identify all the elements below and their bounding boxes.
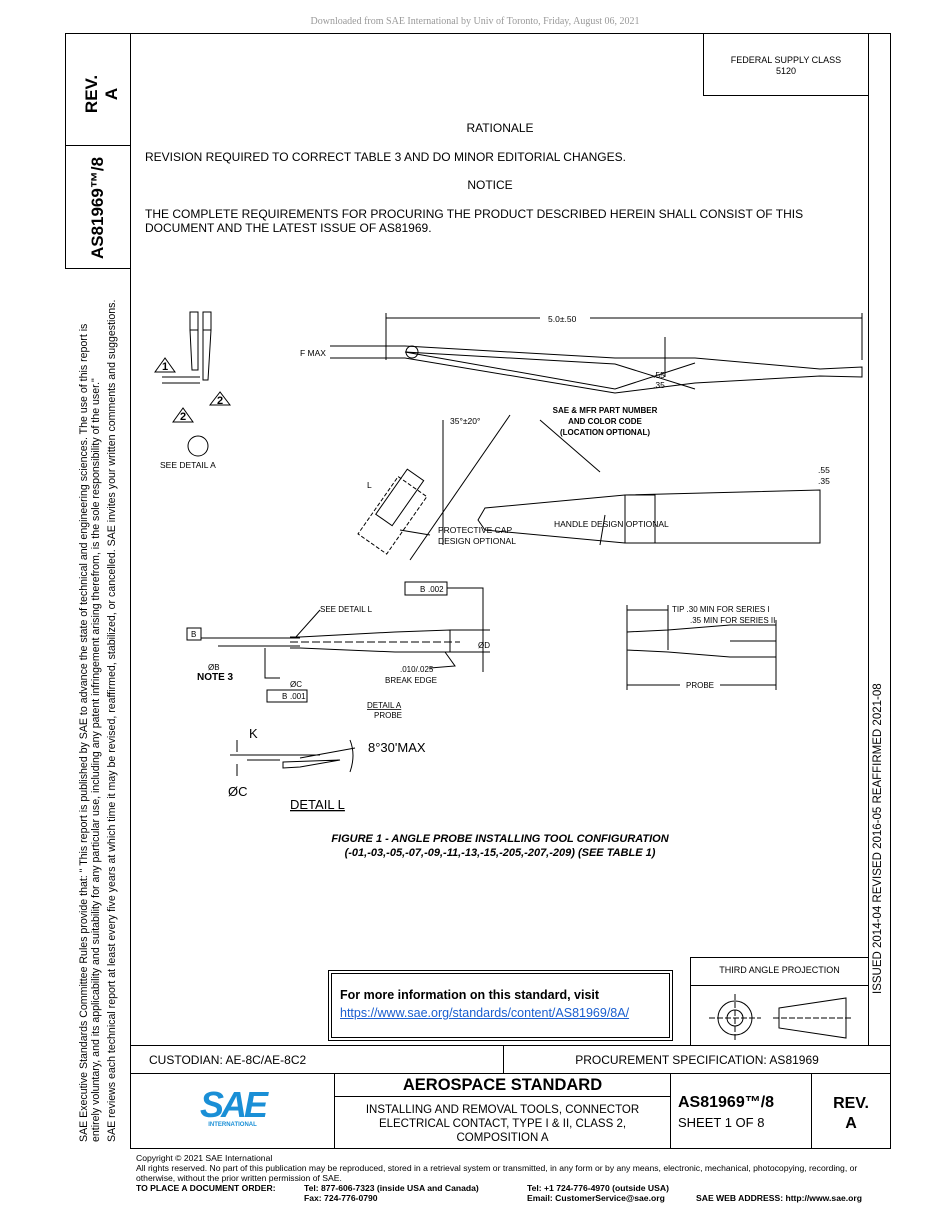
note-triangle-2: 2 xyxy=(217,395,223,407)
label-detail-a: DETAIL A xyxy=(367,701,402,710)
web-address[interactable]: SAE WEB ADDRESS: http://www.sae.org xyxy=(696,1193,862,1203)
supply-class-value: 5120 xyxy=(775,66,797,76)
label-part-number-1: SAE & MFR PART NUMBER xyxy=(553,406,658,415)
tool-top-view xyxy=(330,313,863,394)
label-f-max: F MAX xyxy=(300,348,326,358)
label-angle-max: 8°30'MAX xyxy=(368,740,426,755)
rationale-text: REVISION REQUIRED TO CORRECT TABLE 3 AND… xyxy=(145,150,626,164)
projection-box: THIRD ANGLE PROJECTION xyxy=(690,957,869,1046)
label-see-detail-a: SEE DETAIL A xyxy=(160,460,216,470)
fcf-bottom-datum: B xyxy=(282,692,287,701)
fax: Fax: 724-776-0790 xyxy=(304,1193,378,1203)
fcf-top-datum: B xyxy=(420,585,425,594)
label-part-number-2: AND COLOR CODE xyxy=(568,417,642,426)
info-box: For more information on this standard, v… xyxy=(328,970,673,1041)
label-probe: PROBE xyxy=(686,681,714,690)
standard-link[interactable]: https://www.sae.org/standards/content/AS… xyxy=(340,1006,630,1020)
label-dim-handle-a: .55 xyxy=(818,465,830,475)
detail-a-probe xyxy=(186,581,490,703)
label-ob: ØB xyxy=(208,663,220,672)
sae-logo: SAE INTERNATIONAL xyxy=(131,1084,334,1129)
copyright: Copyright © 2021 SAE International xyxy=(136,1153,273,1163)
sae-logo-mark: SAE xyxy=(199,1084,268,1125)
label-od: ØD xyxy=(478,641,490,650)
detail-l xyxy=(230,739,356,776)
label-tip-series-1: TIP .30 MIN FOR SERIES I xyxy=(672,605,770,614)
figure-caption-line1: FIGURE 1 - ANGLE PROBE INSTALLING TOOL C… xyxy=(331,833,669,845)
label-oc: ØC xyxy=(290,680,302,689)
label-cap-1: PROTECTIVE CAP xyxy=(438,525,512,535)
label-break-edge-1: .010/.025 xyxy=(400,665,434,674)
label-detail-l: DETAIL L xyxy=(290,797,345,812)
rev-value: A xyxy=(845,1115,857,1132)
document-title: INSTALLING AND REMOVAL TOOLS, CONNECTOR … xyxy=(365,1104,640,1144)
tool-side-view xyxy=(357,414,821,561)
fcf-bottom-tolerance: .001 xyxy=(290,692,306,701)
procurement-cell: PROCUREMENT SPECIFICATION: AS81969 xyxy=(503,1045,891,1074)
title-cell: AEROSPACE STANDARD INSTALLING AND REMOVA… xyxy=(334,1073,671,1149)
label-see-detail-l: SEE DETAIL L xyxy=(320,605,373,614)
email[interactable]: Email: CustomerService@sae.org xyxy=(527,1193,665,1203)
label-dim-handle-b: .35 xyxy=(818,476,830,486)
rev-label: REV. xyxy=(833,1095,869,1112)
rights-notice: All rights reserved. No part of this pub… xyxy=(136,1163,858,1183)
probe-view xyxy=(626,605,777,690)
figure-caption: FIGURE 1 - ANGLE PROBE INSTALLING TOOL C… xyxy=(130,832,870,860)
sae-logo-sub: INTERNATIONAL xyxy=(208,1122,257,1128)
sheet-number: SHEET 1 OF 8 xyxy=(678,1115,765,1130)
rationale-heading: RATIONALE xyxy=(466,121,534,135)
label-dim-top-b: .35 xyxy=(653,380,665,390)
download-notice: Downloaded from SAE International by Uni… xyxy=(310,16,640,27)
rev-cell: REV. A xyxy=(811,1073,891,1149)
label-k: K xyxy=(249,726,258,741)
standard-type: AEROSPACE STANDARD xyxy=(335,1074,670,1097)
order-label: TO PLACE A DOCUMENT ORDER: xyxy=(136,1183,276,1193)
notice-heading: NOTICE xyxy=(467,178,513,192)
datum-b: B xyxy=(191,630,196,639)
label-cap-2: DESIGN OPTIONAL xyxy=(438,536,516,546)
tel-intl: Tel: +1 724-776-4970 (outside USA) xyxy=(527,1183,669,1193)
procurement-spec: PROCUREMENT SPECIFICATION: AS81969 xyxy=(575,1053,819,1067)
note-triangle-2b: 2 xyxy=(180,411,186,423)
probe-tips-view xyxy=(154,311,232,457)
label-l: L xyxy=(367,480,372,490)
label-handle-optional: HANDLE DESIGN OPTIONAL xyxy=(554,519,669,529)
label-note3: NOTE 3 xyxy=(197,672,234,683)
fcf-top-tolerance: .002 xyxy=(428,585,444,594)
notice-text: THE COMPLETE REQUIREMENTS FOR PROCURING … xyxy=(145,207,804,235)
note-triangle-1: 1 xyxy=(162,361,168,373)
label-part-number-3: (LOCATION OPTIONAL) xyxy=(560,428,650,437)
projection-label: THIRD ANGLE PROJECTION xyxy=(719,965,840,975)
doc-number-cell: AS81969™/8 SHEET 1 OF 8 xyxy=(670,1073,812,1149)
custodian-cell: CUSTODIAN: AE-8C/AE-8C2 xyxy=(130,1045,504,1074)
info-text: For more information on this standard, v… xyxy=(340,988,600,1002)
label-dim-top-a: .55 xyxy=(653,370,665,380)
label-angle: 35°±20° xyxy=(450,416,480,426)
footer: Copyright © 2021 SAE International All r… xyxy=(136,1153,886,1205)
supply-class-label: FEDERAL SUPPLY CLASS xyxy=(730,55,842,65)
supply-class-box: FEDERAL SUPPLY CLASS 5120 xyxy=(703,33,869,96)
label-oc-detail: ØC xyxy=(228,784,248,799)
third-angle-projection-symbol xyxy=(709,994,851,1042)
label-break-edge-2: BREAK EDGE xyxy=(385,676,437,685)
doc-number: AS81969™/8 xyxy=(678,1094,775,1111)
label-detail-a-probe: PROBE xyxy=(374,711,402,720)
tel-us: Tel: 877-606-7323 (inside USA and Canada… xyxy=(304,1183,479,1193)
logo-cell: SAE INTERNATIONAL xyxy=(130,1073,335,1149)
label-length: 5.0±.50 xyxy=(548,314,577,324)
label-tip-series-2: .35 MIN FOR SERIES II xyxy=(690,616,775,625)
figure-caption-line2: (-01,-03,-05,-07,-09,-11,-13,-15,-205,-2… xyxy=(344,847,656,859)
custodian: CUSTODIAN: AE-8C/AE-8C2 xyxy=(149,1053,307,1067)
